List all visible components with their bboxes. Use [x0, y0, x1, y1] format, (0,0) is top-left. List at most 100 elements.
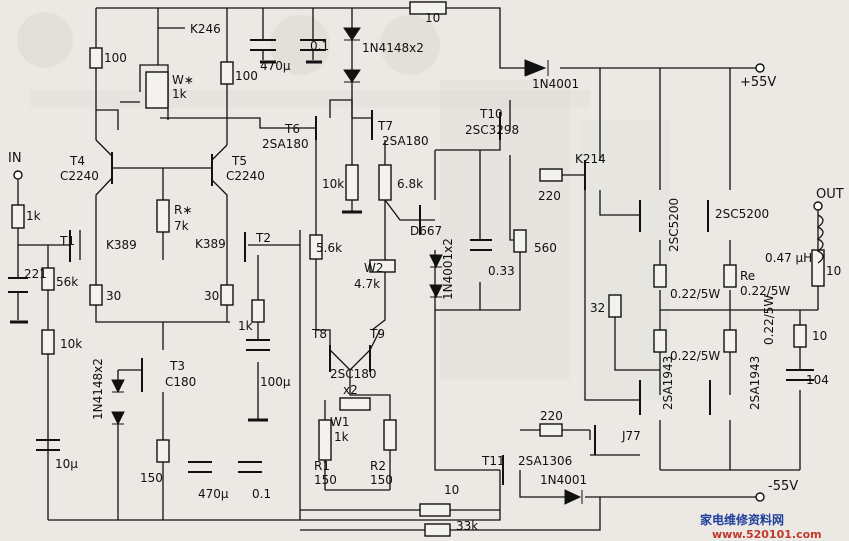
resistor — [539, 168, 563, 182]
label-re: Re — [740, 269, 755, 283]
output-terminal — [813, 201, 823, 211]
label-r30b: 30 — [204, 289, 219, 303]
label-t1p: K389 — [106, 238, 137, 252]
label-c470b: 470μ — [198, 487, 229, 501]
label-d1n4148: 1N4148x2 — [362, 41, 424, 55]
label-re-d: 0.22/5W — [762, 295, 776, 345]
label-r220a: 220 — [538, 189, 561, 203]
label-w2: W2 — [364, 261, 384, 275]
label-re-c: 0.22/5W — [670, 349, 720, 363]
capacitors — [8, 39, 814, 473]
label-t3: T3 — [169, 359, 185, 373]
resistor — [424, 523, 451, 537]
resistor — [345, 164, 359, 201]
input-terminal — [13, 170, 23, 180]
label-r220b: 220 — [540, 409, 563, 423]
label-r1k-b: 1k — [238, 319, 253, 333]
label-re-a: 0.22/5W — [670, 287, 720, 301]
label-wstar: W∗ — [172, 73, 194, 87]
label-d1n4001b: 1N4001 — [540, 473, 587, 487]
label-2sc5200b: 2SC5200 — [715, 207, 769, 221]
resistor — [811, 249, 825, 287]
label-in: IN — [8, 151, 22, 166]
label-r56k: 56k — [56, 275, 78, 289]
label-r560: 560 — [534, 241, 557, 255]
label-t2p: K389 — [195, 237, 226, 251]
resistor — [318, 419, 332, 461]
resistor — [156, 439, 170, 463]
label-w1v: 1k — [334, 430, 349, 444]
label-c033: 0.33 — [488, 264, 515, 278]
resistor — [539, 423, 563, 437]
resistor — [89, 284, 103, 306]
resistor — [608, 294, 622, 318]
label-d1n4001x2: 1N4001x2 — [441, 238, 455, 300]
label-t6p: 2SA180 — [262, 137, 309, 151]
label-r150: 150 — [140, 471, 163, 485]
label-r10z: 10 — [812, 329, 827, 343]
label-t2: T2 — [255, 231, 271, 245]
label-t6: T6 — [284, 122, 300, 136]
resistor — [309, 234, 323, 260]
label-t10: T10 — [479, 107, 503, 121]
label-rstar: R∗ — [174, 203, 192, 217]
label-r100a: 100 — [104, 51, 127, 65]
watermark-text: 家电维修资料网 — [700, 512, 784, 527]
label-c01a: 0.1 — [310, 39, 329, 53]
label-2sa1943b: 2SA1943 — [748, 356, 762, 410]
resistor — [653, 264, 667, 288]
resistor — [723, 264, 737, 288]
ground-symbols — [10, 60, 362, 422]
watermark: 家电维修资料网 www.520101.com — [700, 512, 822, 541]
vpos-terminal — [755, 63, 765, 73]
label-r10top: 10 — [425, 11, 440, 25]
label-t1: T1 — [59, 234, 75, 248]
label-t11p: 2SA1306 — [518, 454, 572, 468]
label-r1k-in: 1k — [26, 209, 41, 223]
label-r10k-a: 10k — [322, 177, 344, 191]
label-r33k: 33k — [456, 519, 478, 533]
label-r10k-b: 10k — [60, 337, 82, 351]
label-t5: T5 — [231, 154, 247, 168]
label-t7: T7 — [377, 119, 393, 133]
resistor — [409, 1, 447, 15]
label-r2: R2 — [370, 459, 386, 473]
label-r10b: 10 — [444, 483, 459, 497]
resistor — [41, 329, 55, 355]
resistor — [220, 284, 234, 306]
label-r32: 32 — [590, 301, 605, 315]
trim-pot-w1 — [339, 397, 371, 411]
label-r2v: 150 — [370, 473, 393, 487]
label-re-b: 0.22/5W — [740, 284, 790, 298]
wiring — [17, 7, 819, 531]
label-2sc5200a: 2SC5200 — [667, 198, 681, 252]
label-t11: T11 — [481, 454, 505, 468]
label-x2: x2 — [343, 383, 358, 397]
label-j77: J77 — [621, 429, 641, 443]
inductor — [816, 214, 824, 264]
label-l047: 0.47 μH — [765, 251, 812, 265]
component-labels: IN OUT +55V -55V 100 100 K246 W∗ 1k 470μ… — [8, 11, 844, 533]
label-r1: R1 — [314, 459, 330, 473]
label-t7p: 2SA180 — [382, 134, 429, 148]
label-t4: T4 — [69, 154, 85, 168]
label-t5p: C2240 — [226, 169, 265, 183]
resistor — [793, 324, 807, 348]
label-k246: K246 — [190, 22, 221, 36]
label-t9: T9 — [369, 327, 385, 341]
label-vpos: +55V — [740, 75, 776, 90]
label-r56k2: 5.6k — [316, 241, 342, 255]
resistor — [41, 267, 55, 291]
label-d1n4001a: 1N4001 — [532, 77, 579, 91]
background-artefacts — [17, 12, 670, 400]
label-r10out: 10 — [826, 264, 841, 278]
resistor — [419, 503, 451, 517]
trim-pot-wstar — [145, 71, 169, 109]
resistors — [11, 1, 825, 537]
label-w2v: 4.7k — [354, 277, 380, 291]
label-c100u: 100μ — [260, 375, 291, 389]
label-vneg: -55V — [768, 479, 798, 494]
label-c10u: 10μ — [55, 457, 78, 471]
